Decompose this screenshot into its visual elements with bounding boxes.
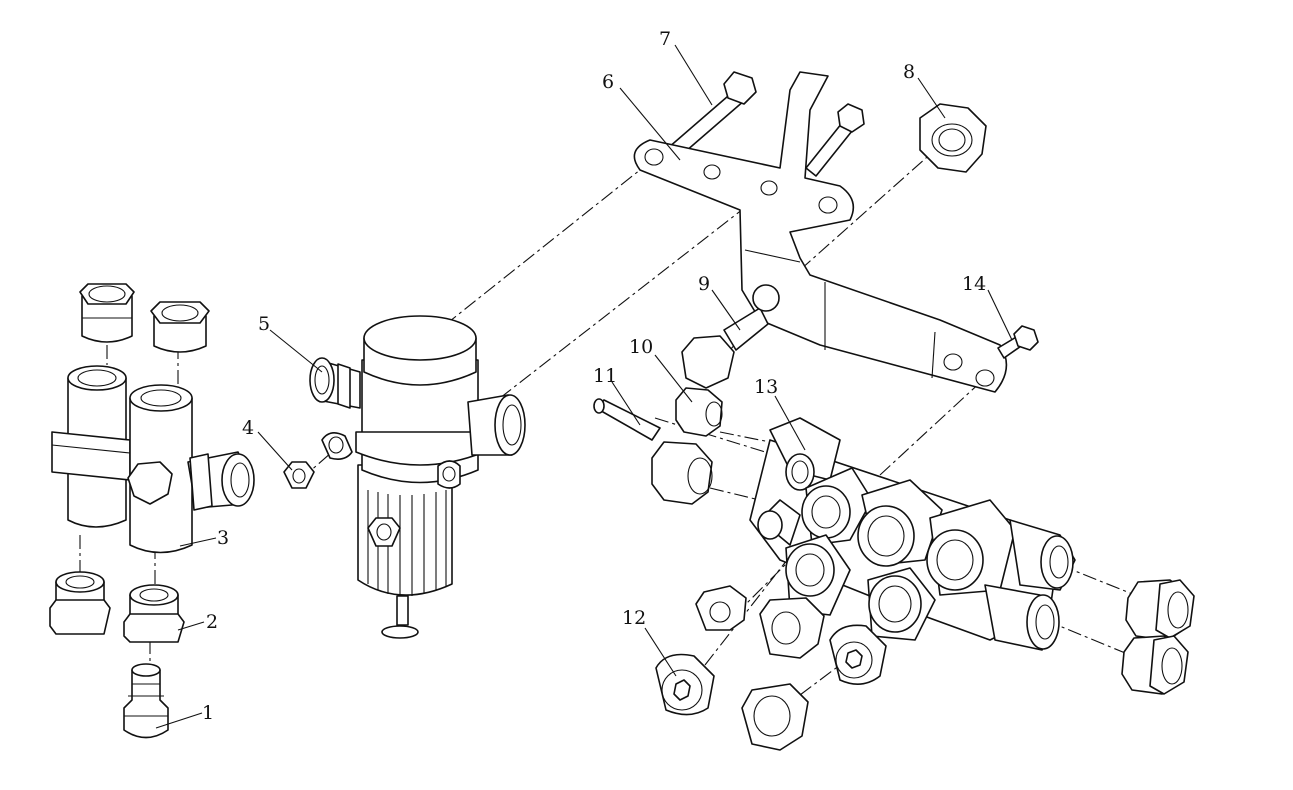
leader-lines [155, 44, 1013, 729]
callout-2: 2 [206, 611, 218, 633]
small-nut [283, 432, 353, 489]
callout-5: 5 [258, 313, 270, 335]
callout-labels: 1 2 3 4 5 6 7 8 9 10 11 12 13 14 [202, 28, 986, 724]
reducer-nut [123, 584, 185, 643]
bottom-nut-left [49, 571, 111, 635]
pin [593, 398, 661, 441]
front-fittings [655, 585, 887, 751]
manifold-tee [51, 365, 255, 554]
callout-11: 11 [593, 365, 617, 387]
washer [919, 103, 987, 173]
bolts [667, 71, 865, 177]
distribution-manifold [749, 417, 1076, 651]
hex-bolt [681, 284, 780, 389]
callout-6: 6 [602, 71, 614, 93]
end-caps [1121, 579, 1195, 695]
large-nut [651, 441, 713, 505]
small-screw [997, 325, 1039, 359]
callout-12: 12 [622, 607, 646, 629]
callout-8: 8 [903, 61, 915, 83]
callout-9: 9 [698, 273, 710, 295]
tube-connector [123, 663, 169, 739]
callout-3: 3 [217, 527, 229, 549]
callout-1: 1 [202, 702, 214, 724]
top-nut-left [79, 283, 135, 343]
nut-ten [675, 387, 723, 437]
top-nut-right [150, 301, 210, 353]
valve-body [309, 315, 526, 639]
callout-7: 7 [659, 28, 671, 50]
callout-13: 13 [754, 376, 778, 398]
callout-4: 4 [242, 417, 254, 439]
callout-14: 14 [962, 273, 986, 295]
callout-10: 10 [629, 336, 653, 358]
